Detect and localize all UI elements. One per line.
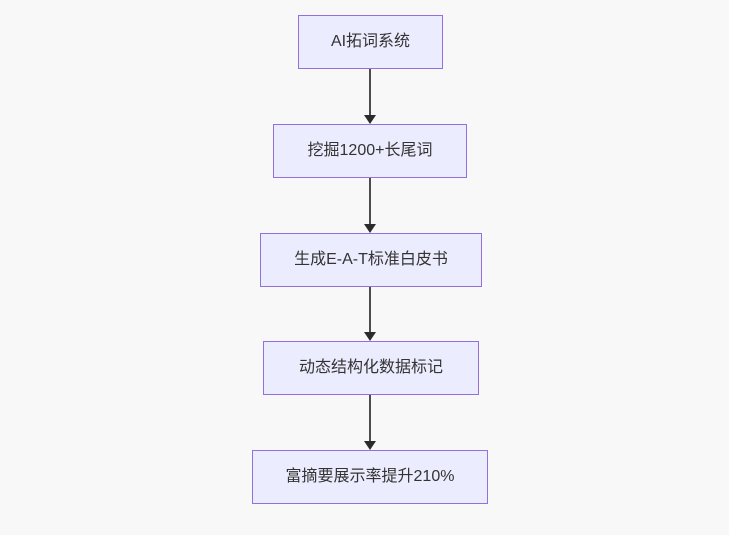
flow-node-label: 挖掘1200+长尾词 xyxy=(307,142,433,160)
flow-node-label: AI拓词系统 xyxy=(330,33,411,51)
edge-connector xyxy=(369,69,371,115)
edge-connector xyxy=(369,395,371,441)
flow-node-rich-snippet-result: 富摘要展示率提升210% xyxy=(252,450,488,504)
edge-connector xyxy=(369,287,371,332)
flow-node-eat-whitepaper: 生成E-A-T标准白皮书 xyxy=(260,233,482,287)
flow-node-label: 富摘要展示率提升210% xyxy=(285,468,455,486)
flow-node-structured-data-markup: 动态结构化数据标记 xyxy=(263,341,479,395)
flow-node-label: 生成E-A-T标准白皮书 xyxy=(294,251,448,269)
edge-connector xyxy=(369,178,371,224)
arrowhead-down-icon xyxy=(364,224,376,233)
arrowhead-down-icon xyxy=(364,441,376,450)
arrowhead-down-icon xyxy=(364,115,376,124)
arrowhead-down-icon xyxy=(364,332,376,341)
flow-node-label: 动态结构化数据标记 xyxy=(298,359,443,377)
flow-node-ai-word-expansion: AI拓词系统 xyxy=(298,15,443,69)
flow-node-longtail-keywords: 挖掘1200+长尾词 xyxy=(273,124,467,178)
